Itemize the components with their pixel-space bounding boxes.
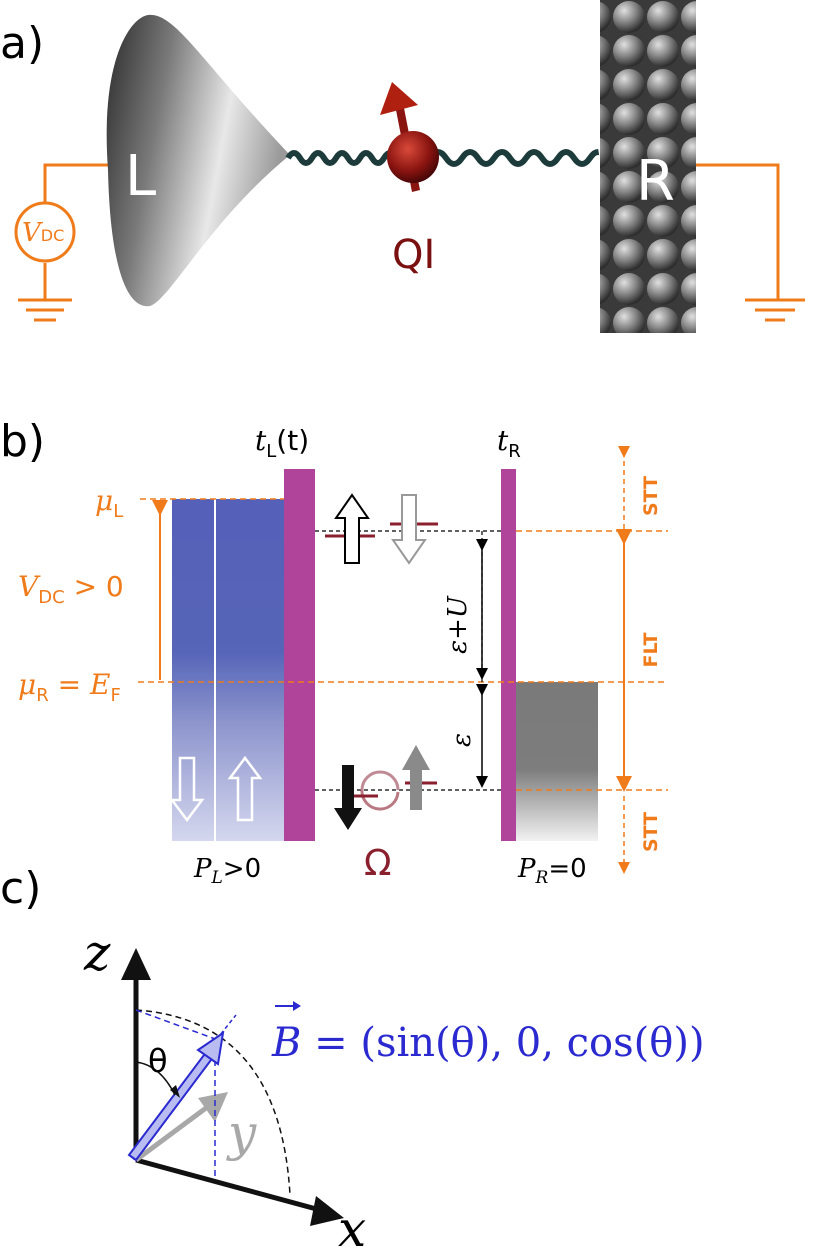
panel-b-label: b): [0, 416, 45, 467]
eps-label: ε: [447, 733, 477, 747]
left-lead-label: L: [125, 144, 156, 209]
proj-z-line: [135, 1009, 219, 1041]
b-vector-head: [196, 1030, 225, 1066]
x-axis-arrowhead: [310, 1196, 344, 1226]
right-electrode: [592, 0, 696, 333]
b-vector-shaft: [127, 1049, 216, 1162]
field-equation: B = (sin(θ), 0, cos(θ)): [271, 1001, 705, 1066]
stt-top-label: STT: [640, 476, 662, 516]
tL-label: tL(t): [255, 424, 309, 462]
PR-label: PR=0: [517, 854, 587, 888]
theta-arrowhead: [170, 1085, 180, 1098]
vdc-label: VDC > 0: [18, 570, 124, 608]
mu-L-label: μL: [95, 484, 123, 522]
x-axis: [135, 1157, 321, 1213]
chemical-potential-lines: [138, 498, 668, 791]
left-tip-cone: [106, 14, 290, 307]
precession-icon: [360, 770, 400, 791]
molecule-spin: [380, 82, 439, 192]
z-axis-label: z: [83, 924, 111, 982]
theta-label: θ: [148, 1042, 168, 1080]
spin-down-open-icon: [391, 494, 427, 565]
projection-arc: [135, 1009, 291, 1196]
omega-label: Ω: [364, 843, 392, 884]
barrier-left: [284, 469, 315, 841]
left-spring: [285, 150, 399, 166]
dot-level-lines: [315, 530, 501, 791]
right-lead-label: R: [636, 149, 675, 214]
eps-u-label: ε+U: [443, 595, 473, 654]
PL-label: PL>0: [193, 854, 261, 888]
barrier-right: [501, 469, 516, 841]
circuit-wires: [18, 163, 805, 322]
y-axis-arrowhead: [198, 1092, 228, 1122]
mu-R-label: μR = EF: [18, 668, 121, 706]
spin-up-lead-icon: [227, 755, 263, 822]
molecule-label: QI: [392, 232, 435, 278]
right-lead-band: [516, 682, 598, 841]
spin-up-gray-icon: [402, 745, 430, 810]
flt-label: FLT: [640, 633, 662, 668]
y-axis-label: y: [226, 1104, 257, 1162]
spin-up-open-icon: [334, 493, 370, 564]
voltage-source-icon: [14, 201, 76, 263]
panel-c-label: c): [0, 863, 41, 914]
left-lead-band: [172, 499, 284, 841]
x-axis-label: x: [338, 1200, 366, 1251]
spin-down-lead-icon: [169, 756, 205, 823]
right-spring: [427, 149, 609, 167]
z-axis-arrowhead: [121, 948, 151, 980]
field-equation-text: B = (sin(θ), 0, cos(θ)): [271, 1020, 705, 1066]
stt-bottom-label: STT: [640, 812, 662, 852]
spin-down-solid-icon: [334, 765, 362, 830]
panel-a-label: a): [0, 18, 44, 69]
upper-dot-level: [325, 522, 438, 538]
y-axis: [134, 1105, 208, 1163]
tR-label: tR: [497, 424, 521, 462]
precession-back-icon: [360, 789, 400, 811]
source-label: VDC: [22, 218, 64, 248]
